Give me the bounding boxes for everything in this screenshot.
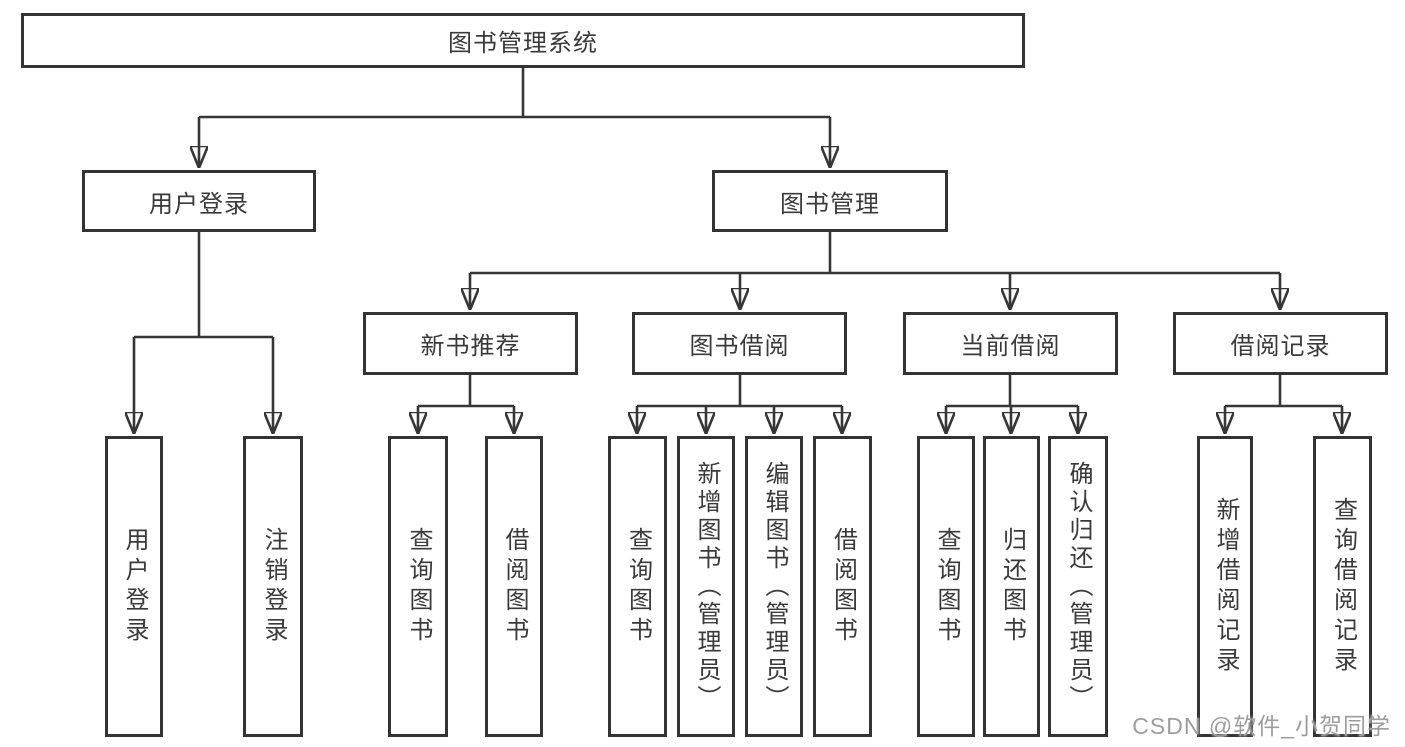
leaf-query-borrow-record: 查询借阅记录 xyxy=(1313,436,1372,737)
leaf-user-login: 用户登录 xyxy=(105,436,163,737)
leaf-edit-book-admin: 编辑图书（管理员） xyxy=(745,436,803,737)
node-borrow-records: 借阅记录 xyxy=(1173,312,1388,375)
leaf-query-books-1: 查询图书 xyxy=(388,436,448,737)
leaf-add-book-admin: 新增图书（管理员） xyxy=(677,436,735,737)
node-book-management: 图书管理 xyxy=(712,170,948,232)
leaf-query-books-2: 查询图书 xyxy=(608,436,667,737)
node-library-system: 图书管理系统 xyxy=(21,13,1025,68)
leaf-confirm-return-admin: 确认归还（管理员） xyxy=(1048,436,1108,737)
leaf-logout: 注销登录 xyxy=(243,436,303,737)
node-new-book-recommend: 新书推荐 xyxy=(363,312,578,375)
leaf-query-books-3: 查询图书 xyxy=(917,436,975,737)
leaf-add-borrow-record: 新增借阅记录 xyxy=(1197,436,1253,737)
leaf-borrow-books-2: 借阅图书 xyxy=(813,436,872,737)
watermark: CSDN @软件_小贺同学 xyxy=(1132,713,1391,739)
node-book-borrow: 图书借阅 xyxy=(632,312,847,375)
node-user-login: 用户登录 xyxy=(82,170,316,232)
leaf-return-books: 归还图书 xyxy=(983,436,1040,737)
node-current-borrow: 当前借阅 xyxy=(903,312,1118,375)
leaf-borrow-books-1: 借阅图书 xyxy=(485,436,543,737)
